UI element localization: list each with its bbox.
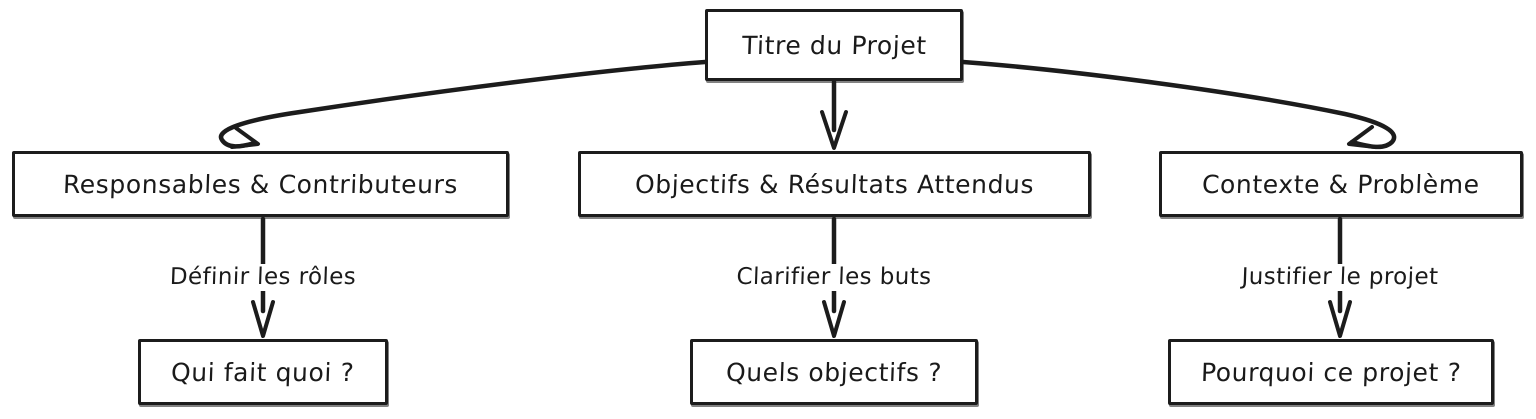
node-quels-objectifs[interactable]: Quels objectifs ? bbox=[690, 339, 978, 405]
arrowhead-people-to-who bbox=[251, 300, 275, 338]
node-label: Quels objectifs ? bbox=[725, 357, 943, 387]
node-label: Titre du Projet bbox=[741, 30, 927, 60]
edge-root-to-context bbox=[960, 59, 1397, 150]
edge-label-definir-les-roles: Définir les rôles bbox=[162, 264, 364, 291]
node-label: Qui fait quoi ? bbox=[170, 357, 356, 387]
node-label: Pourquoi ce projet ? bbox=[1200, 357, 1462, 387]
node-pourquoi-ce-projet[interactable]: Pourquoi ce projet ? bbox=[1168, 339, 1494, 405]
node-responsables-contributeurs[interactable]: Responsables & Contributeurs bbox=[12, 151, 509, 217]
arrowhead-goals-to-what bbox=[822, 300, 846, 338]
node-label: Objectifs & Résultats Attendus bbox=[634, 169, 1035, 199]
node-label: Responsables & Contributeurs bbox=[62, 169, 459, 199]
arrowhead-root-to-context bbox=[1347, 125, 1377, 149]
arrowhead-root-to-goals bbox=[820, 110, 848, 150]
edge-label-clarifier-les-buts: Clarifier les buts bbox=[729, 264, 939, 291]
edge-label-justifier-le-projet: Justifier le projet bbox=[1234, 264, 1446, 291]
node-objectifs-resultats-attendus[interactable]: Objectifs & Résultats Attendus bbox=[578, 151, 1091, 217]
arrowhead-root-to-people bbox=[230, 126, 260, 149]
edge-root-to-people bbox=[218, 59, 708, 149]
node-titre-du-projet[interactable]: Titre du Projet bbox=[705, 9, 963, 81]
node-label: Contexte & Problème bbox=[1201, 169, 1481, 199]
arrowhead-context-to-why bbox=[1328, 300, 1352, 338]
node-contexte-probleme[interactable]: Contexte & Problème bbox=[1159, 151, 1523, 217]
node-qui-fait-quoi[interactable]: Qui fait quoi ? bbox=[138, 339, 388, 405]
